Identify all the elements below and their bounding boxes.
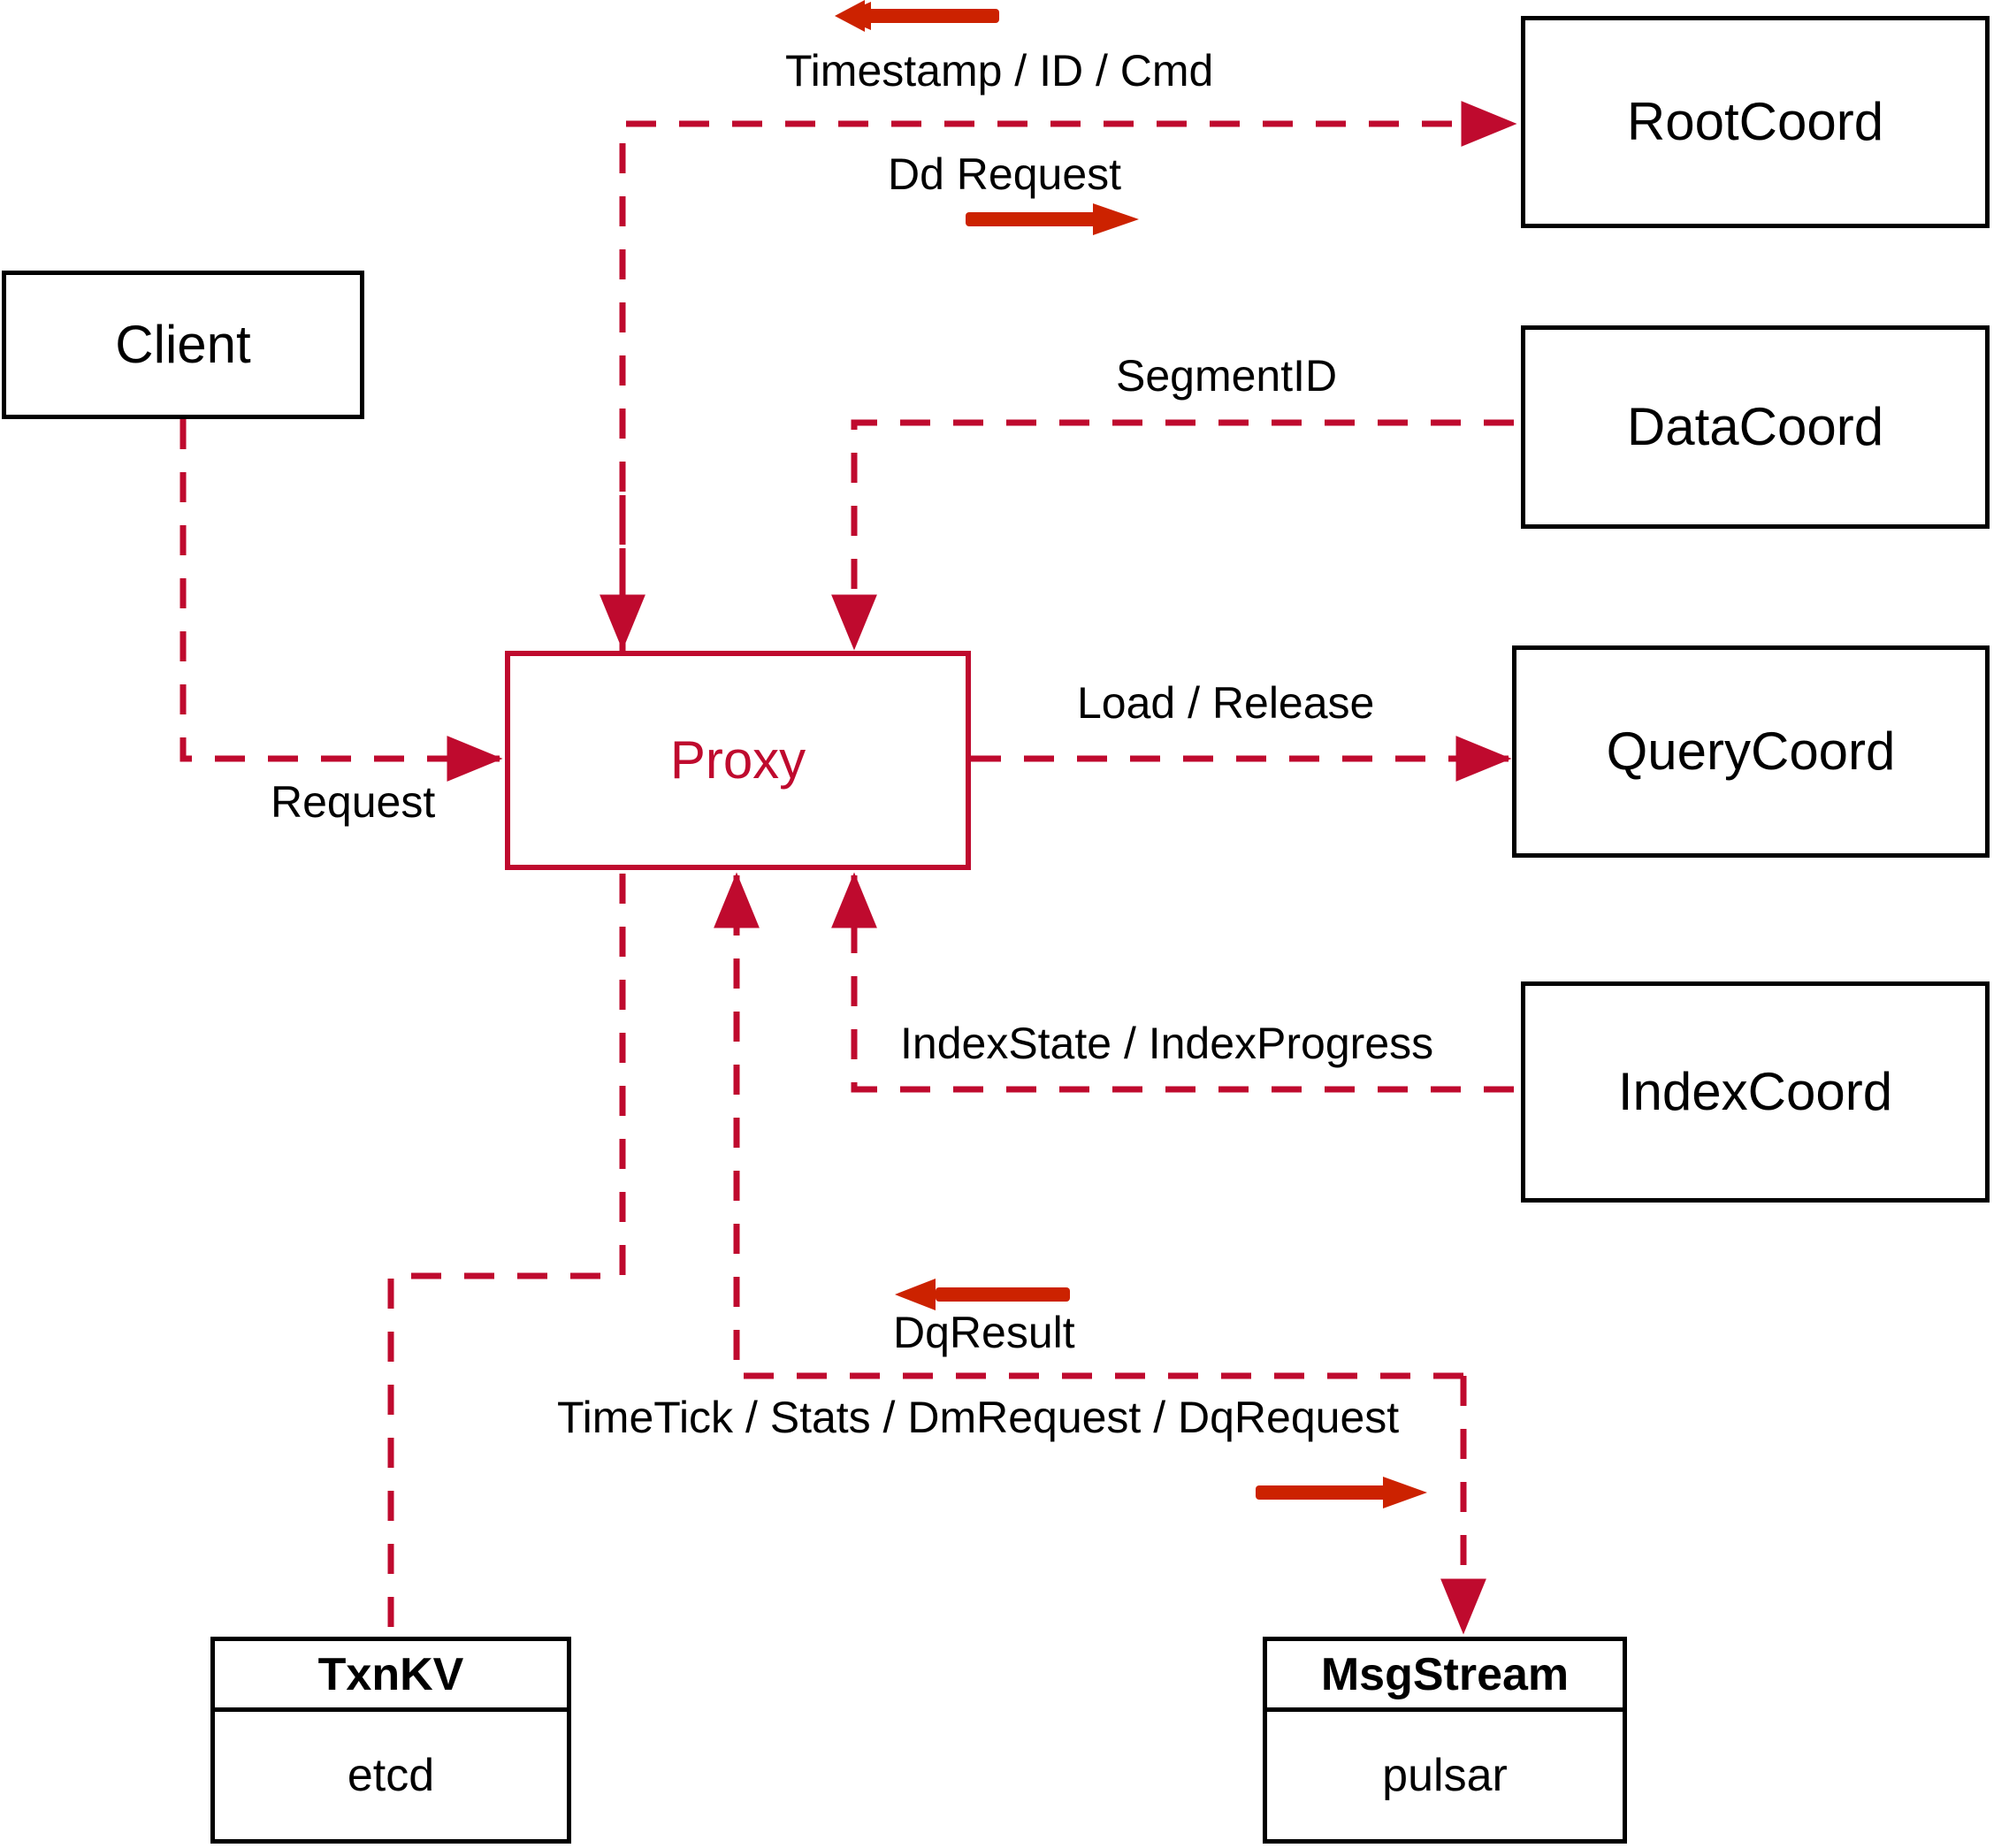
node-proxy[interactable]: Proxy	[505, 651, 971, 870]
edge-label-timestamp-id-cmd: Timestamp / ID / Cmd	[785, 46, 1214, 95]
node-txnkv-title: TxnKV	[317, 1648, 464, 1700]
node-txnkv-impl: etcd	[347, 1750, 435, 1801]
edge-dd-request-path	[619, 101, 1517, 651]
arrow-dd-request-direction	[966, 203, 1139, 235]
edge-segment-id-path	[831, 419, 1514, 651]
edge-label-dq-result: DqResult	[893, 1308, 1075, 1357]
edge-index-state-path	[831, 872, 1514, 1093]
node-rootcoord-label: RootCoord	[1626, 92, 1884, 151]
arrow-dq-result-direction	[895, 1279, 1070, 1310]
node-msgstream-impl: pulsar	[1382, 1750, 1508, 1801]
node-msgstream[interactable]: MsgStream pulsar	[1263, 1637, 1627, 1844]
arrow-timestamp-direction	[835, 0, 999, 32]
node-rootcoord[interactable]: RootCoord	[1521, 16, 1990, 228]
node-txnkv[interactable]: TxnKV etcd	[210, 1637, 571, 1844]
edge-label-request: Request	[271, 777, 436, 827]
node-msgstream-body: pulsar	[1267, 1712, 1623, 1839]
edge-dq-result-path	[714, 872, 1463, 1379]
node-querycoord-label: QueryCoord	[1606, 722, 1896, 781]
node-querycoord[interactable]: QueryCoord	[1512, 645, 1990, 858]
node-proxy-label: Proxy	[669, 730, 806, 790]
edge-request-path	[180, 419, 503, 782]
node-datacoord[interactable]: DataCoord	[1521, 325, 1990, 529]
node-indexcoord-label: IndexCoord	[1617, 1062, 1893, 1121]
node-txnkv-body: etcd	[215, 1712, 567, 1839]
node-client-label: Client	[115, 315, 251, 374]
edge-timetick-path	[387, 874, 626, 1634]
edge-label-dd-request: Dd Request	[888, 149, 1122, 199]
edge-label-segment-id: SegmentID	[1116, 351, 1338, 401]
node-indexcoord[interactable]: IndexCoord	[1521, 981, 1990, 1203]
edge-label-load-release: Load / Release	[1077, 678, 1375, 728]
node-datacoord-label: DataCoord	[1626, 397, 1884, 456]
arrow-timetick-direction	[1256, 1477, 1427, 1508]
edge-label-timetick-stats: TimeTick / Stats / DmRequest / DqRequest	[557, 1393, 1400, 1442]
edge-label-index-state: IndexState / IndexProgress	[900, 1019, 1434, 1068]
node-client[interactable]: Client	[2, 271, 364, 419]
node-msgstream-header: MsgStream	[1267, 1641, 1623, 1712]
node-txnkv-header: TxnKV	[215, 1641, 567, 1712]
node-msgstream-title: MsgStream	[1320, 1648, 1570, 1700]
